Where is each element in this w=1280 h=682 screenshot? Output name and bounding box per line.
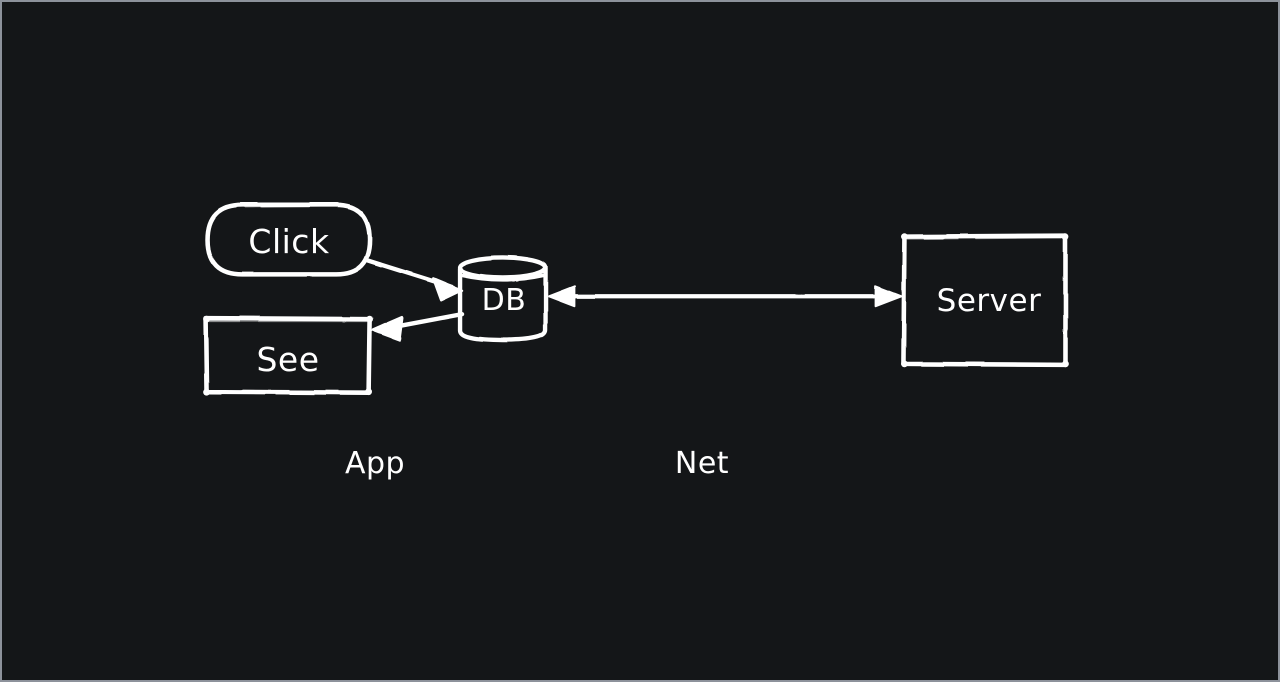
edge-db-to-see bbox=[371, 311, 465, 342]
node-db[interactable] bbox=[457, 255, 548, 343]
edge-db-to-server bbox=[547, 285, 903, 308]
node-server[interactable] bbox=[901, 233, 1069, 368]
node-click[interactable] bbox=[205, 202, 372, 277]
node-see[interactable] bbox=[203, 315, 373, 396]
edge-click-to-db bbox=[365, 258, 464, 302]
